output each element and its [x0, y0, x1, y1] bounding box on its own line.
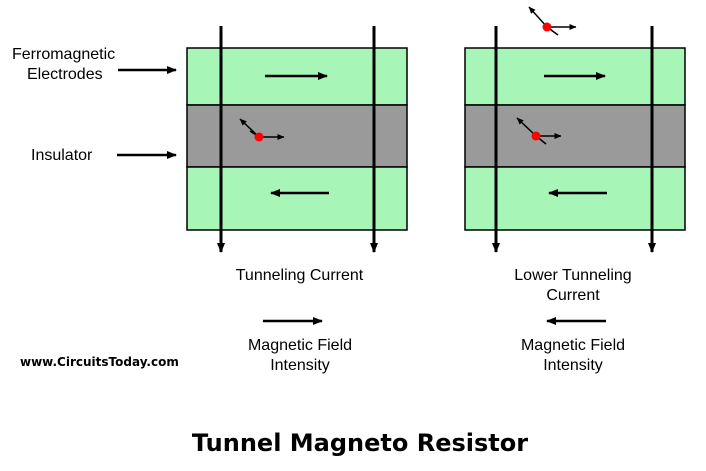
left-bottom-electrode — [186, 166, 408, 231]
left-field-label: Magnetic Field Intensity — [247, 337, 353, 374]
right-current-label: Lower Tunneling Current — [514, 267, 632, 304]
right-electron-spin-icon-above — [528, 6, 577, 36]
left-current-label: Tunneling Current — [235, 267, 364, 284]
website-watermark: www.CircuitsToday.com — [20, 355, 179, 369]
left-insulator-layer — [186, 104, 408, 168]
left-electron-spin-icon — [239, 118, 285, 142]
diagram-title: Tunnel Magneto Resistor — [191, 429, 529, 457]
ferromagnetic-electrodes-label: Ferromagnetic Electrodes — [12, 46, 116, 83]
right-field-label: Magnetic Field Intensity — [520, 337, 626, 374]
right-insulator-layer — [464, 104, 686, 168]
insulator-label: Insulator — [31, 147, 93, 164]
left-tmr-stack — [186, 26, 408, 325]
right-bottom-electrode — [464, 166, 686, 231]
right-tmr-stack — [464, 6, 686, 325]
right-electron-spin-icon-barrier — [516, 117, 562, 145]
